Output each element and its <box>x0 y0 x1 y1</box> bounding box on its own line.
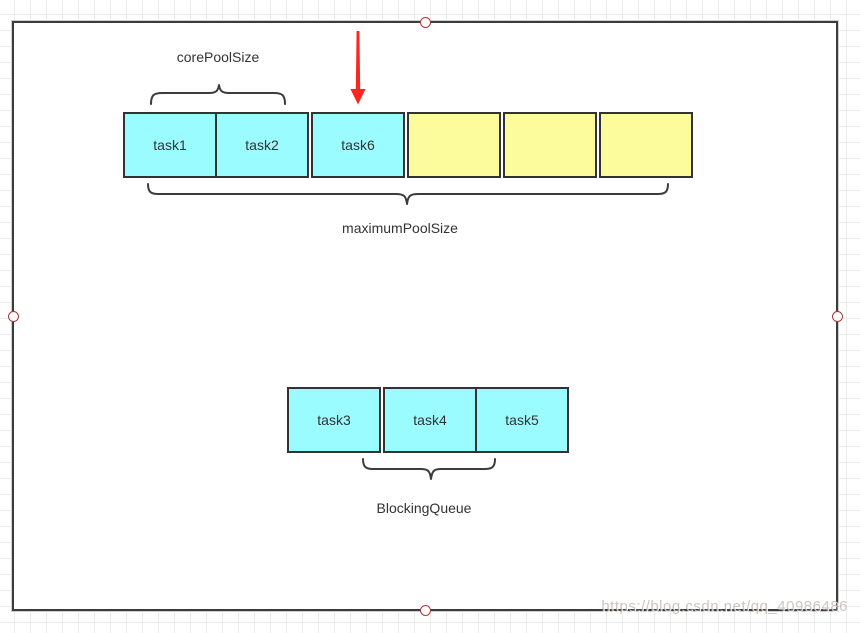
empty-slot-box[interactable] <box>503 112 597 178</box>
core-pool-size-label: corePoolSize <box>176 49 260 65</box>
task-box-task5[interactable]: task5 <box>475 387 569 453</box>
task-box-label: task4 <box>413 412 447 428</box>
blocking-queue-label: BlockingQueue <box>376 500 472 516</box>
thread-pool-row: task1 task2 task6 <box>123 112 693 178</box>
task-box-label: task6 <box>341 137 375 153</box>
task-box-label: task5 <box>505 412 539 428</box>
task-box-label: task2 <box>245 137 279 153</box>
resize-handle-bottom[interactable] <box>419 604 431 616</box>
task-box-task3[interactable]: task3 <box>287 387 381 453</box>
maximum-pool-size-label: maximumPoolSize <box>342 220 458 236</box>
blocking-queue-row: task3 task4 task5 <box>287 387 569 453</box>
incoming-task-arrow-icon[interactable] <box>350 31 366 105</box>
core-pool-size-brace <box>150 84 286 105</box>
task-box-label: task3 <box>317 412 351 428</box>
annotation-layer <box>147 31 669 480</box>
resize-handle-left[interactable] <box>7 310 19 322</box>
task-box-task2[interactable]: task2 <box>215 112 309 178</box>
maximum-pool-size-brace <box>147 183 669 205</box>
empty-slot-box[interactable] <box>407 112 501 178</box>
empty-slot-box[interactable] <box>599 112 693 178</box>
task-box-task4[interactable]: task4 <box>383 387 477 453</box>
diagram-page[interactable]: corePoolSize maximumPoolSize BlockingQue… <box>7 16 843 616</box>
csdn-watermark: https://blog.csdn.net/qq_40986486 <box>601 598 848 615</box>
blocking-queue-brace <box>362 458 496 480</box>
resize-handle-right[interactable] <box>831 310 843 322</box>
resize-handle-top[interactable] <box>419 16 431 28</box>
task-box-task6[interactable]: task6 <box>311 112 405 178</box>
task-box-task1[interactable]: task1 <box>123 112 217 178</box>
task-box-label: task1 <box>153 137 187 153</box>
